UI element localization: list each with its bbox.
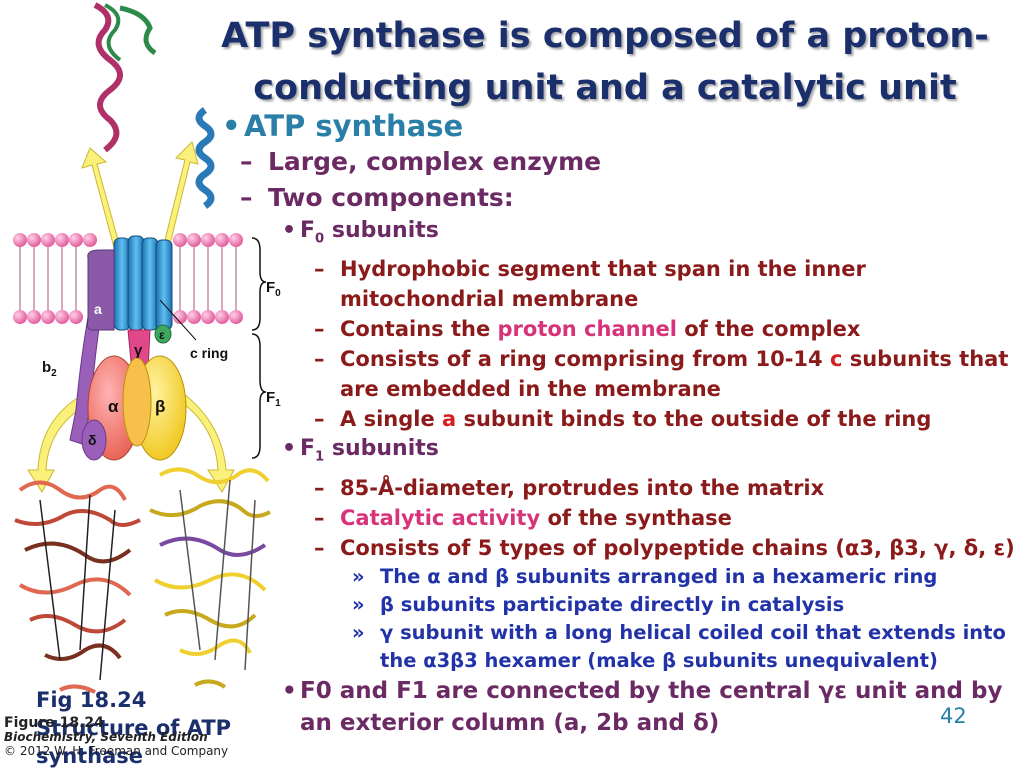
page-number: 42	[940, 704, 967, 728]
beta-ribbon-structure	[149, 467, 271, 689]
alpha-ribbon-structure	[14, 480, 141, 694]
bullet-large-complex: – Large, complex enzyme	[240, 147, 602, 176]
label-a: a	[94, 301, 102, 317]
atp-synthase-figure: a γ ε α β δ c ring b2 F0 F1	[13, 2, 281, 694]
figure-credit: Figure 18.24 Biochemistry, Seventh Editi…	[4, 716, 228, 758]
bullet-atp-synthase: • ATP synthase	[222, 109, 464, 143]
label-epsilon: ε	[159, 328, 165, 342]
credit-copyright: © 2012 W. H. Freeman and Company	[4, 744, 229, 758]
f0-brace	[251, 237, 267, 331]
f1-sub-catalysis: » β subunits participate directly in cat…	[352, 592, 845, 616]
bullet-two-components: – Two components:	[240, 183, 514, 212]
label-c-ring: c ring	[190, 345, 228, 361]
credit-figure: Figure 18.24	[4, 715, 104, 731]
f0-item-proton-channel: – Contains the proton channel of the com…	[314, 317, 861, 342]
label-f0: F0	[266, 279, 281, 299]
f1-sub-gamma: » γ subunit with a long helical coiled c…	[352, 620, 1006, 672]
f1-item-chains: – Consists of 5 types of polypeptide cha…	[314, 535, 1015, 560]
bullet-list: • ATP synthase – Large, complex enzyme –…	[222, 108, 1022, 739]
slide-title: ATP synthase is composed of a proton-con…	[221, 16, 989, 108]
a-subunit	[87, 249, 115, 331]
f1-item-diameter: – 85-Å-diameter, protrudes into the matr…	[314, 475, 825, 500]
delta-subunit	[81, 419, 107, 461]
label-f1: F1	[266, 389, 281, 409]
f1-brace	[251, 333, 267, 459]
bullet-connection: • F0 and F1 are connected by the central…	[282, 677, 1003, 736]
c-ring	[113, 235, 173, 331]
alpha-beta-back	[122, 357, 152, 447]
f1-item-catalytic: – Catalytic activity of the synthase	[314, 505, 732, 530]
label-beta: β	[155, 397, 165, 416]
epsilon-subunit	[154, 324, 172, 344]
label-delta: δ	[88, 432, 97, 448]
label-gamma: γ	[134, 342, 143, 359]
f0-item-c-ring: – Consists of a ring comprising from 10-…	[314, 347, 1009, 402]
f0-item-a-subunit: – A single a subunit binds to the outsid…	[314, 407, 932, 432]
credit-book: Biochemistry, Seventh Edition	[4, 730, 208, 744]
figure-caption: Fig 18.24 Structure of ATP synthase	[36, 688, 232, 768]
label-b2: b2	[42, 359, 57, 379]
f0-item-hydrophobic: – Hydrophobic segment that span in the i…	[314, 257, 866, 312]
f1-sub-hexameric: » The α and β subunits arranged in a hex…	[352, 564, 938, 588]
membrane	[13, 233, 243, 324]
label-alpha: α	[108, 397, 119, 416]
stalk-structure-left	[93, 2, 157, 153]
bullet-f0-subunits: • F0 subunits	[282, 218, 439, 247]
stalk-structure-right	[195, 107, 215, 209]
bullet-f1-subunits: • F1 subunits	[282, 436, 439, 465]
